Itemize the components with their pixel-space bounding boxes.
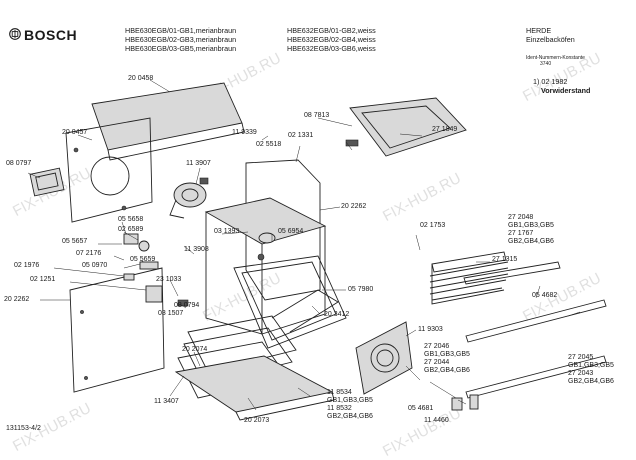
part-label: 20 0457 bbox=[62, 129, 88, 136]
part-label: 02 1753 bbox=[420, 222, 446, 229]
part-label: 11 8532 bbox=[327, 405, 352, 412]
lamp-holder bbox=[451, 394, 479, 411]
part-label: GB2,GB4,GB6 bbox=[508, 238, 554, 245]
part-label: 11 3908 bbox=[184, 246, 209, 253]
grill-heating-element bbox=[429, 251, 509, 305]
oven-cavity bbox=[204, 159, 327, 335]
fan-cover bbox=[355, 321, 413, 395]
part-label: 05 6954 bbox=[278, 228, 304, 235]
part-label: 27 1767 bbox=[508, 230, 534, 237]
part-label: 03 1393 bbox=[214, 228, 240, 235]
model-left-3: HBE630EGB/03-GB5,merianbraun bbox=[125, 44, 237, 53]
part-label: 05 5657 bbox=[62, 238, 88, 245]
model-right-1: HBE632EGB/01-GB2,weiss bbox=[287, 26, 376, 35]
part-label: 08 7813 bbox=[304, 112, 330, 119]
part-label: 11 8534 bbox=[327, 389, 352, 396]
part-label: 11 3907 bbox=[186, 160, 211, 167]
bosch-logo-icon bbox=[9, 28, 21, 40]
fan-motor bbox=[169, 177, 209, 219]
part-label: 02 1331 bbox=[288, 132, 314, 139]
part-label: GB1,GB3,GB5 bbox=[424, 351, 470, 358]
exploded-view-drawing bbox=[27, 79, 607, 421]
part-label: 05 4682 bbox=[532, 292, 558, 299]
rear-panel bbox=[91, 82, 245, 161]
part-label: 27 2048 bbox=[508, 214, 534, 221]
part-label: 27 2043 bbox=[568, 370, 594, 377]
brand-name: BOSCH bbox=[24, 27, 78, 43]
oven-rails bbox=[463, 261, 607, 399]
part-label: 20 2262 bbox=[4, 296, 30, 303]
part-label: 20 2074 bbox=[182, 346, 208, 353]
parts-diagram-sheet: FIX-HUB.RU FIX-HUB.RU FIX-HUB.RU FIX-HUB… bbox=[4, 26, 614, 460]
part-label: 05 4681 bbox=[408, 405, 434, 412]
part-label: 05 0970 bbox=[82, 262, 108, 269]
part-label: GB2,GB4,GB6 bbox=[424, 367, 470, 374]
part-label: GB2,GB4,GB6 bbox=[327, 413, 373, 420]
part-label: GB1,GB3,GB5 bbox=[327, 397, 373, 404]
part-label: 05 7980 bbox=[348, 286, 374, 293]
part-label: 02 1976 bbox=[14, 262, 40, 269]
part-label: 08 0794 bbox=[174, 302, 200, 309]
part-label: 11 9303 bbox=[418, 326, 443, 333]
part-label: GB2,GB4,GB6 bbox=[568, 378, 614, 385]
leader-lines bbox=[27, 79, 581, 411]
part-label: 07 2176 bbox=[76, 250, 102, 257]
part-label: 20 2262 bbox=[341, 203, 367, 210]
part-label: 05 5658 bbox=[118, 216, 144, 223]
door-glass-stack bbox=[174, 315, 335, 421]
part-label: GB1,GB3,GB5 bbox=[568, 362, 614, 369]
model-right-2: HBE632EGB/02-GB4,weiss bbox=[287, 35, 376, 44]
part-label: 27 2046 bbox=[424, 343, 450, 350]
part-label: 27 1849 bbox=[432, 126, 458, 133]
category-title: HERDE bbox=[526, 26, 552, 35]
part-label: 11 4460 bbox=[424, 417, 449, 424]
part-label: 11 3407 bbox=[154, 398, 179, 405]
part-label: 27 2045 bbox=[568, 354, 594, 361]
category-subtitle: Einzelbacköfen bbox=[526, 35, 575, 44]
part-label: 11 9339 bbox=[232, 129, 257, 136]
part-label: 27 2044 bbox=[424, 359, 450, 366]
ident-value: 3740 bbox=[540, 61, 552, 67]
model-left-2: HBE630EGB/02-GB3,merianbraun bbox=[125, 35, 237, 44]
part-label: 27 1315 bbox=[492, 256, 518, 263]
model-right-3: HBE632EGB/03-GB6,weiss bbox=[287, 44, 376, 53]
part-label: 03 1507 bbox=[158, 310, 184, 317]
part-label: 05 5659 bbox=[130, 256, 156, 263]
note-line-2: Vorwiderstand bbox=[541, 86, 591, 95]
model-left-1: HBE630EGB/01-GB1,merianbraun bbox=[125, 26, 237, 35]
part-label: 23 1033 bbox=[156, 276, 182, 283]
side-grid-top bbox=[345, 97, 467, 157]
ident-label: Ident-Nummern-Konstante bbox=[526, 55, 585, 61]
part-label: 02 6589 bbox=[118, 226, 144, 233]
switch-components bbox=[123, 233, 189, 307]
part-label: 02 5518 bbox=[256, 141, 282, 148]
part-label: 20 3412 bbox=[324, 311, 350, 318]
oven-door bbox=[233, 255, 347, 349]
part-label: 02 1251 bbox=[30, 276, 56, 283]
part-label: 20 0458 bbox=[128, 75, 154, 82]
part-label: 20 2073 bbox=[244, 417, 270, 424]
left-side-panel bbox=[29, 117, 153, 223]
part-label: 08 0797 bbox=[6, 160, 32, 167]
part-label: GB1,GB3,GB5 bbox=[508, 222, 554, 229]
note-line-1: 1) 02 1982 bbox=[533, 77, 568, 86]
page-code: 131153-4/2 bbox=[6, 425, 41, 432]
